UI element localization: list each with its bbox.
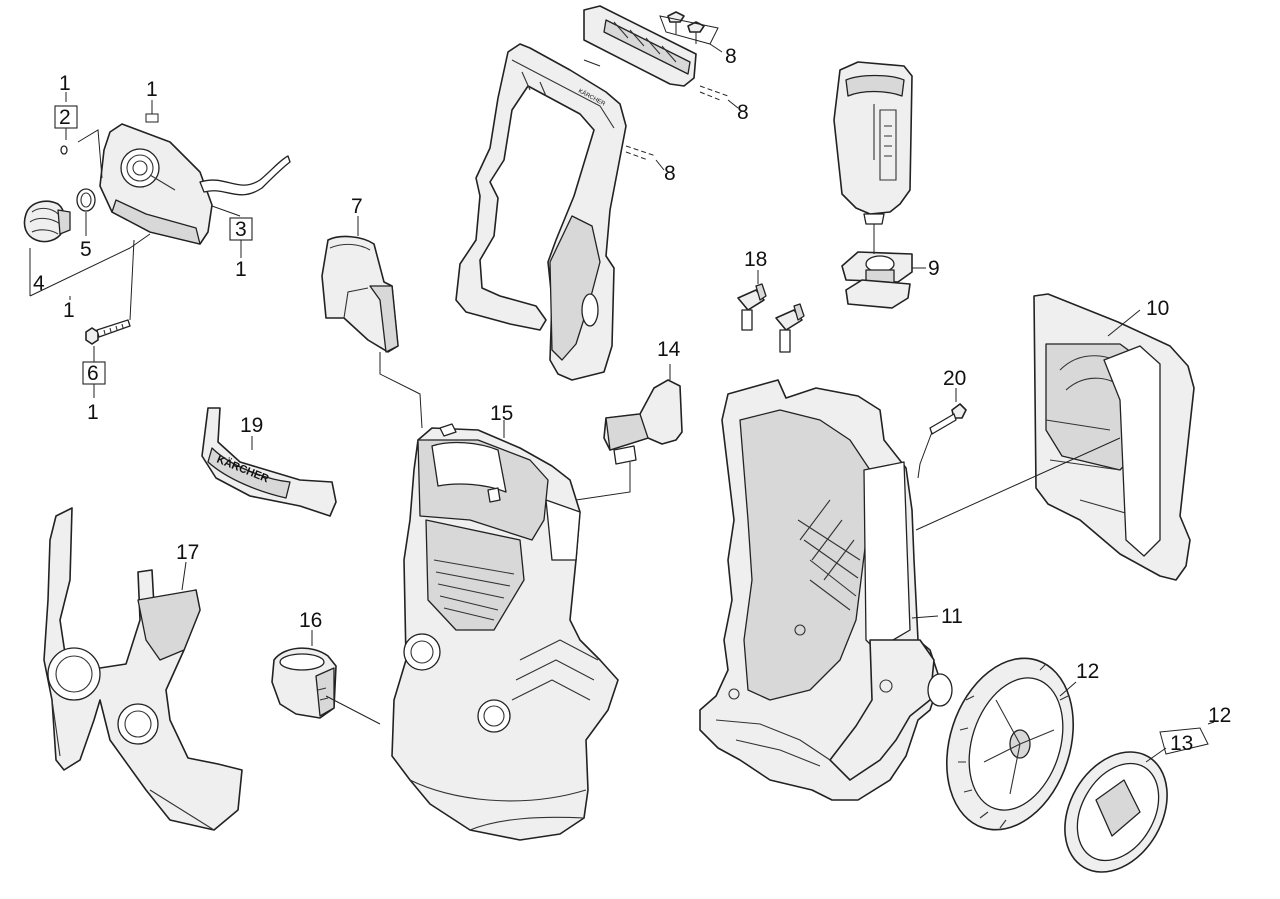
part-8-handle-frame: KÄRCHER [455, 43, 627, 381]
part-13-hub-cap [1064, 751, 1168, 873]
label-10: 10 [1146, 297, 1169, 320]
label-1-hose: 1 [235, 258, 247, 281]
label-18: 18 [744, 248, 767, 271]
callout-labels: 1 2 1 3 1 5 4 1 6 1 7 8 8 8 9 10 11 12 1… [33, 45, 1231, 755]
part-14-cover-clip [603, 379, 683, 465]
label-8-middle: 8 [737, 101, 749, 124]
label-11: 11 [941, 605, 963, 628]
part-2-small-ring [60, 145, 68, 155]
label-7: 7 [351, 195, 363, 218]
label-14: 14 [657, 338, 681, 361]
part-10-rear-panel [1033, 293, 1195, 581]
part-15-front-housing [391, 423, 619, 841]
label-13: 13 [1170, 732, 1193, 755]
label-20: 20 [943, 367, 966, 390]
part-18-elbow-fittings [737, 283, 805, 353]
label-9: 9 [928, 257, 940, 280]
label-17: 17 [176, 541, 199, 564]
label-1-hose-reel: 1 [146, 78, 158, 101]
part-19-logo-badge: KÄRCHER [201, 407, 337, 517]
part-16-hose-guide [271, 647, 337, 719]
label-4: 4 [33, 272, 45, 295]
label-19: 19 [240, 414, 263, 437]
part-11-main-frame [699, 379, 953, 801]
label-6: 6 [87, 362, 99, 385]
label-8-top: 8 [725, 45, 737, 68]
label-1-top: 1 [59, 72, 71, 95]
label-3: 3 [235, 218, 247, 241]
part-9-detergent-tank [833, 61, 913, 225]
label-16: 16 [299, 609, 322, 632]
part-17-rear-cover [43, 507, 243, 831]
label-8-lower: 8 [664, 162, 676, 185]
part-7-bracket [321, 235, 399, 353]
part-12-wheel [945, 657, 1075, 831]
label-12-wheel: 12 [1076, 660, 1099, 683]
label-15: 15 [490, 402, 513, 425]
label-2: 2 [59, 106, 71, 129]
label-12-cap: 12 [1208, 704, 1231, 727]
label-1-screw: 1 [87, 401, 99, 424]
part-6-screw [85, 319, 131, 345]
part-20-screw [929, 403, 967, 435]
part-5-oring [76, 188, 96, 212]
label-1-cap: 1 [63, 299, 75, 322]
part-8-grip-insert [583, 5, 697, 87]
part-connector-assembly [99, 123, 291, 245]
part-8-screws [667, 11, 705, 44]
label-5: 5 [80, 238, 92, 261]
part-9-valve [841, 251, 913, 309]
part-4-cap [23, 200, 71, 243]
